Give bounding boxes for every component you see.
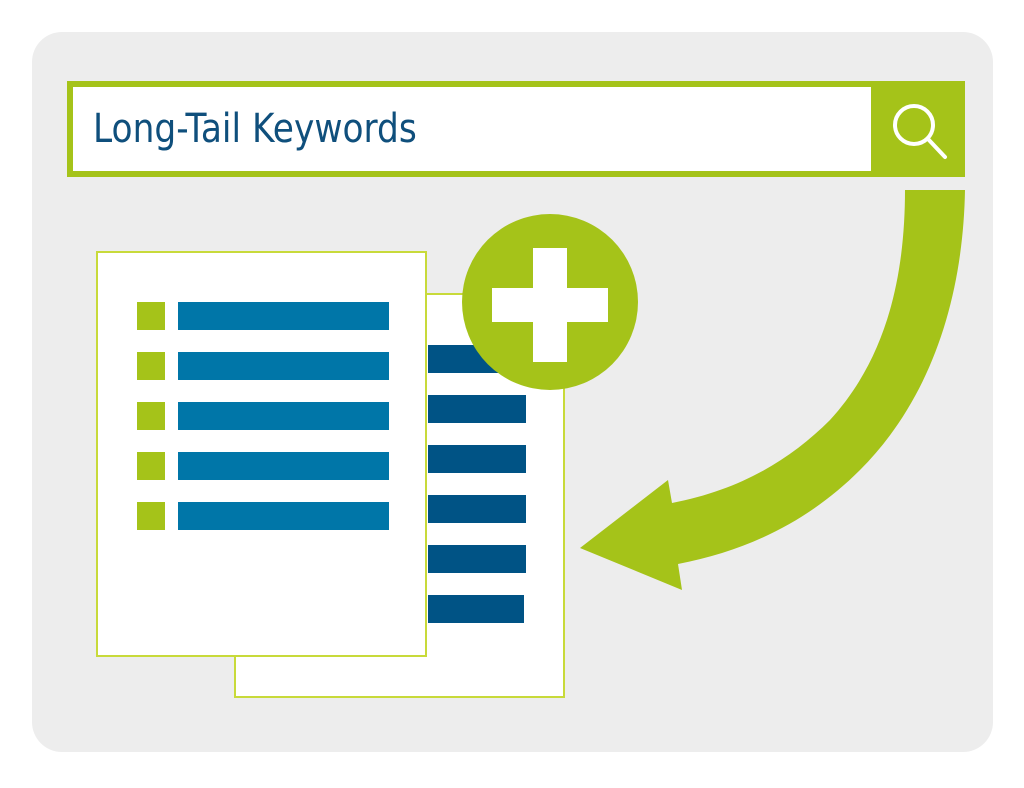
front-doc-line [178,402,389,430]
back-doc-line [428,445,526,473]
search-button[interactable] [871,81,965,177]
front-doc-line [178,352,389,380]
bullet-icon [137,352,165,380]
back-doc-line [428,545,526,573]
search-icon [893,104,947,159]
search-input[interactable]: Long-Tail Keywords [73,87,871,171]
bullet-icon [137,502,165,530]
plus-icon [462,214,638,390]
back-doc-line [428,595,524,623]
front-doc-line [178,502,389,530]
back-doc-line [428,395,526,423]
search-bar: Long-Tail Keywords [67,81,965,177]
bullet-icon [137,452,165,480]
front-doc-line [178,452,389,480]
curved-arrow-icon [580,190,965,590]
bullet-icon [137,402,165,430]
bullet-icon [137,302,165,330]
back-doc-line [428,495,526,523]
front-doc-line [178,302,389,330]
search-query-text: Long-Tail Keywords [93,106,417,152]
